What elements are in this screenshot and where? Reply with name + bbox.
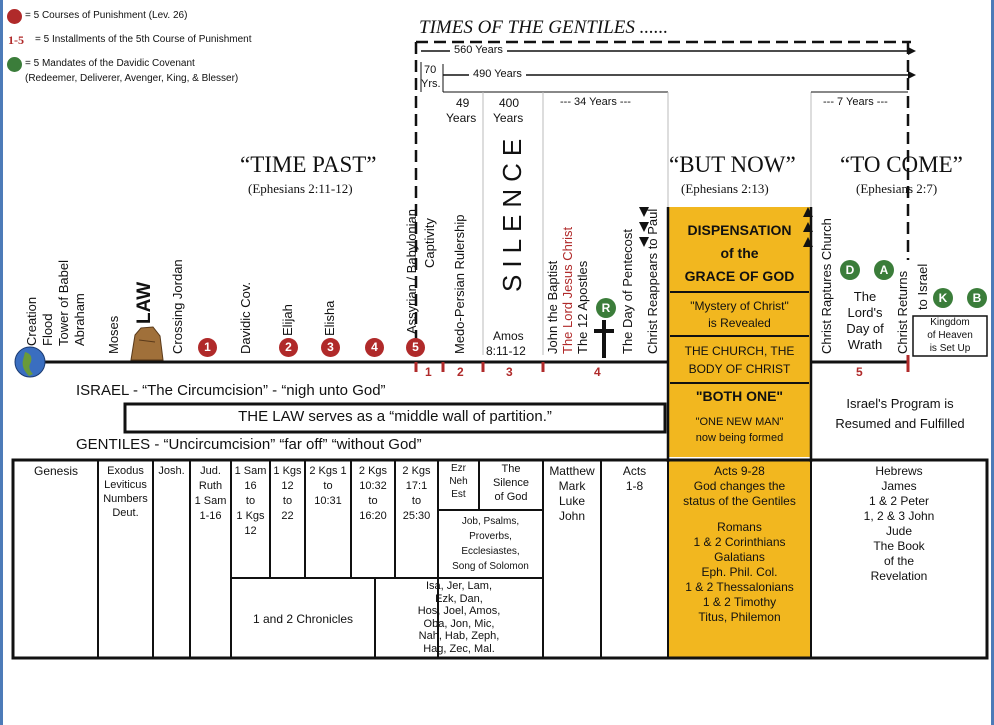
label-christ-returns: Christ Returns bbox=[895, 270, 910, 354]
label-pentecost: The Day of Pentecost bbox=[620, 228, 635, 354]
years-400: 400 bbox=[499, 96, 520, 110]
label-john-baptist: John the Baptist bbox=[545, 260, 560, 354]
course-marker-2: 2 bbox=[279, 338, 298, 357]
years-49: 49 bbox=[456, 96, 470, 110]
legend-green-dot bbox=[7, 57, 22, 72]
label-amos-ref: 8:11-12 bbox=[486, 344, 526, 358]
mandate-marker-r: R bbox=[596, 298, 616, 318]
church-body-of-christ: THE CHURCH, THE BODY OF CHRIST bbox=[684, 344, 795, 376]
mystery-of-christ: "Mystery of Christ" is Revealed bbox=[690, 299, 789, 330]
course-marker-3: 3 bbox=[321, 338, 340, 357]
law-wall-statement: THE LAW serves as a “middle wall of part… bbox=[238, 408, 552, 425]
book-hebrews-revelation: Hebrews James 1 & 2 Peter 1, 2 & 3 John … bbox=[863, 464, 935, 583]
legend-mandates-sub: (Redeemer, Deliverer, Avenger, King, & B… bbox=[25, 73, 239, 84]
mandate-marker-b: B bbox=[967, 288, 987, 308]
book-silence-of-god: The Silence of God bbox=[492, 463, 530, 503]
mandate-marker-a: A bbox=[874, 260, 894, 280]
book-2kgs-1: 2 Kgs 1 to 10:31 bbox=[309, 465, 347, 507]
label-lord-jesus-christ: The Lord Jesus Christ bbox=[560, 226, 575, 354]
years-34: --- 34 Years --- bbox=[560, 96, 631, 108]
label-crossing-jordan: Crossing Jordan bbox=[170, 259, 185, 354]
label-captivity: Captivity bbox=[422, 218, 437, 268]
years-560: 560 Years bbox=[450, 44, 507, 56]
israel-program-resumed: Israel's Program is Resumed and Fulfille… bbox=[835, 396, 965, 431]
book-job-psalms: Job, Psalms, Proverbs, Ecclesiastes, Son… bbox=[452, 516, 529, 572]
israel-statement: ISRAEL - “The Circumcision” - “nigh unto… bbox=[76, 382, 386, 399]
book-pauline-epistles: Romans 1 & 2 Corinthians Galatians Eph. … bbox=[685, 520, 794, 624]
both-one: "BOTH ONE" bbox=[695, 388, 784, 404]
book-prophets: Isa, Jer, Lam, Ezk, Dan, Hos, Joel, Amos… bbox=[417, 580, 501, 655]
label-medo-persian: Medo-Persian Rulership bbox=[452, 214, 467, 354]
book-genesis: Genesis bbox=[33, 464, 79, 478]
legend-mandates: = 5 Mandates of the Davidic Covenant bbox=[25, 58, 195, 69]
years-70: 70 bbox=[424, 64, 437, 76]
label-davidic-cov: Davidic Cov. bbox=[238, 281, 253, 354]
book-judges-ruth: Jud. Ruth 1 Sam 1-16 bbox=[194, 465, 227, 522]
label-tower-of-babel: Tower of Babel bbox=[56, 260, 71, 346]
label-elisha: Elisha bbox=[322, 300, 337, 336]
label-12-apostles: The 12 Apostles bbox=[575, 260, 590, 354]
book-ezra-neh-est: Ezr Neh Est bbox=[449, 463, 468, 500]
era-but-now: “BUT NOW” bbox=[669, 152, 796, 177]
era-to-come: “TO COME” bbox=[840, 152, 963, 177]
era-time-past-ref: (Ephesians 2:11-12) bbox=[248, 181, 353, 196]
label-christ-raptures-church: Christ Raptures Church bbox=[819, 218, 834, 354]
era-to-come-ref: (Ephesians 2:7) bbox=[856, 181, 938, 196]
label-to-israel: to Israel bbox=[915, 263, 930, 310]
installment-1: 1 bbox=[425, 365, 432, 379]
book-2kgs-17: 2 Kgs 17:1 to 25:30 bbox=[402, 465, 431, 522]
years-7: --- 7 Years --- bbox=[823, 96, 888, 108]
times-of-gentiles: TIMES OF THE GENTILES ...... bbox=[419, 17, 669, 38]
one-new-man: "ONE NEW MAN" now being formed bbox=[695, 416, 784, 444]
years-49-unit: Years bbox=[446, 111, 477, 125]
book-2kgs-10: 2 Kgs 10:32 to 16:20 bbox=[358, 465, 388, 522]
years-400-unit: Years bbox=[493, 111, 524, 125]
label-moses: Moses bbox=[106, 315, 121, 354]
book-1kgs-12-22: 1 Kgs 12 to 22 bbox=[273, 465, 302, 522]
years-70-unit: Yrs. bbox=[421, 78, 441, 90]
book-exodus-deut: Exodus Leviticus Numbers Deut. bbox=[103, 465, 148, 519]
era-but-now-ref: (Ephesians 2:13) bbox=[681, 181, 769, 196]
mandate-marker-d: D bbox=[840, 260, 860, 280]
legend-installments: = 5 Installments of the 5th Course of Pu… bbox=[35, 34, 252, 45]
label-lords-day-wrath: The Lord's Day of Wrath bbox=[846, 289, 884, 352]
era-time-past: “TIME PAST” bbox=[240, 152, 377, 177]
label-elijah: Elijah bbox=[280, 304, 295, 336]
book-gospels: Matthew Mark Luke John bbox=[549, 464, 595, 523]
label-assyrian-babylonian: Assyrian / Babylonian bbox=[404, 208, 419, 334]
chart-lines bbox=[11, 40, 989, 660]
label-law: LAW bbox=[134, 281, 155, 324]
dispensation-title-2: of the bbox=[720, 245, 759, 261]
dispensation-title-1: DISPENSATION bbox=[687, 222, 792, 238]
installment-4: 4 bbox=[594, 365, 601, 379]
installment-3: 3 bbox=[506, 365, 513, 379]
course-marker-4: 4 bbox=[365, 338, 384, 357]
label-abraham: Abraham bbox=[72, 293, 87, 346]
course-marker-5: 5 bbox=[406, 338, 425, 357]
installment-5: 5 bbox=[856, 365, 863, 379]
book-acts-9-28: Acts 9-28 God changes the status of the … bbox=[683, 464, 796, 508]
legend-installments-marker: 1-5 bbox=[8, 33, 24, 47]
label-christ-reappears-paul: Christ Reappears to Paul bbox=[645, 208, 660, 354]
gentiles-statement: GENTILES - “Uncircumcision” “far off” “w… bbox=[76, 436, 422, 453]
dispensation-title-3: GRACE OF GOD bbox=[684, 268, 795, 284]
mandate-marker-k: K bbox=[933, 288, 953, 308]
years-490: 490 Years bbox=[469, 68, 526, 80]
legend-courses: = 5 Courses of Punishment (Lev. 26) bbox=[25, 10, 188, 21]
course-marker-1: 1 bbox=[198, 338, 217, 357]
legend-red-dot bbox=[7, 9, 22, 24]
dispensation-band bbox=[668, 207, 811, 457]
installment-2: 2 bbox=[457, 365, 464, 379]
book-chronicles: 1 and 2 Chronicles bbox=[252, 612, 354, 626]
label-silence: SILENCE bbox=[497, 131, 527, 292]
book-joshua: Josh. bbox=[158, 465, 185, 477]
pauline-band bbox=[668, 461, 811, 657]
label-kingdom-heaven: Kingdom of Heaven is Set Up bbox=[927, 317, 973, 354]
label-creation: Creation bbox=[24, 296, 39, 346]
book-acts-1-8: Acts 1-8 bbox=[622, 464, 647, 493]
label-flood: Flood bbox=[40, 313, 55, 346]
book-1sam-1kgs: 1 Sam 16 to 1 Kgs 12 bbox=[234, 465, 267, 537]
label-amos: Amos bbox=[493, 329, 524, 343]
